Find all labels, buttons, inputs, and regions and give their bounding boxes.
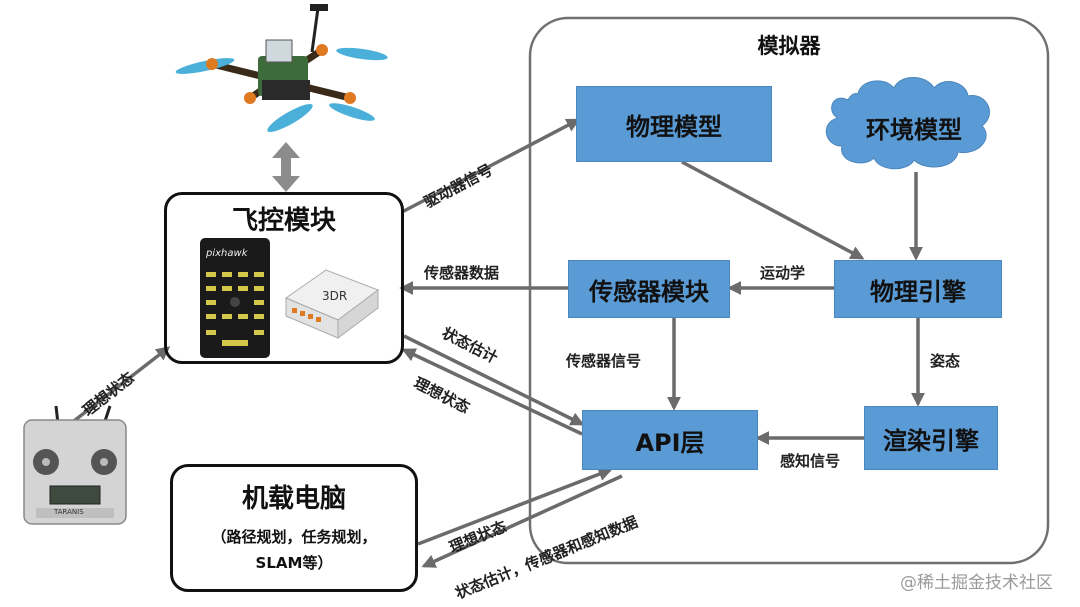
arrow-ideal-state-pc (417, 467, 613, 546)
arrow-actuator-signal (401, 118, 581, 214)
watermark: @稀土掘金技术社区 (900, 573, 1053, 593)
label-sensor-signal: 传感器信号 (566, 352, 642, 370)
label-attitude: 姿态 (930, 352, 961, 370)
arrow-model-to-engine (681, 160, 865, 260)
flight-control-box (164, 192, 404, 364)
onboard-computer-desc-line1: （路径规划，任务规划， (211, 528, 377, 546)
drone-image (175, 4, 388, 132)
flight-control-title: 飞控模块 (231, 206, 336, 236)
environment-model-label: 环境模型 (866, 116, 962, 144)
pixhawk-label: pixhawk (206, 248, 248, 259)
pixhawk-board-image (200, 238, 270, 358)
onboard-computer-title: 机载电脑 (241, 484, 346, 514)
simulator-title: 模拟器 (757, 34, 821, 58)
api-layer-box: API层 (582, 410, 758, 470)
label-sensor-data: 传感器数据 (424, 264, 500, 282)
autopilot-box-image: 3DR (284, 269, 380, 339)
arrow-ideal-state-fc (401, 348, 583, 436)
environment-model-cloud (826, 77, 990, 170)
label-kinematics: 运动学 (760, 264, 806, 282)
label-perception-signal: 感知信号 (780, 452, 841, 470)
svg-text:3DR: 3DR (322, 289, 347, 303)
rc-brand-label: TARANIS (54, 508, 84, 516)
onboard-computer-desc-line2: SLAM等） (255, 554, 333, 572)
simulator-frame (528, 16, 1050, 565)
arrow-state-estimate (403, 334, 585, 426)
render-engine-box: 渲染引擎 (864, 406, 998, 470)
drone-link-arrow (272, 142, 300, 192)
onboard-computer-box (170, 464, 418, 592)
physics-model-box: 物理模型 (576, 86, 772, 162)
sensor-module-box: 传感器模块 (568, 260, 730, 318)
arrow-state-sensor-perception (421, 474, 623, 568)
physics-engine-box: 物理引擎 (834, 260, 1002, 318)
arrow-ideal-state-rc (68, 346, 171, 426)
remote-controller-image (23, 405, 127, 525)
